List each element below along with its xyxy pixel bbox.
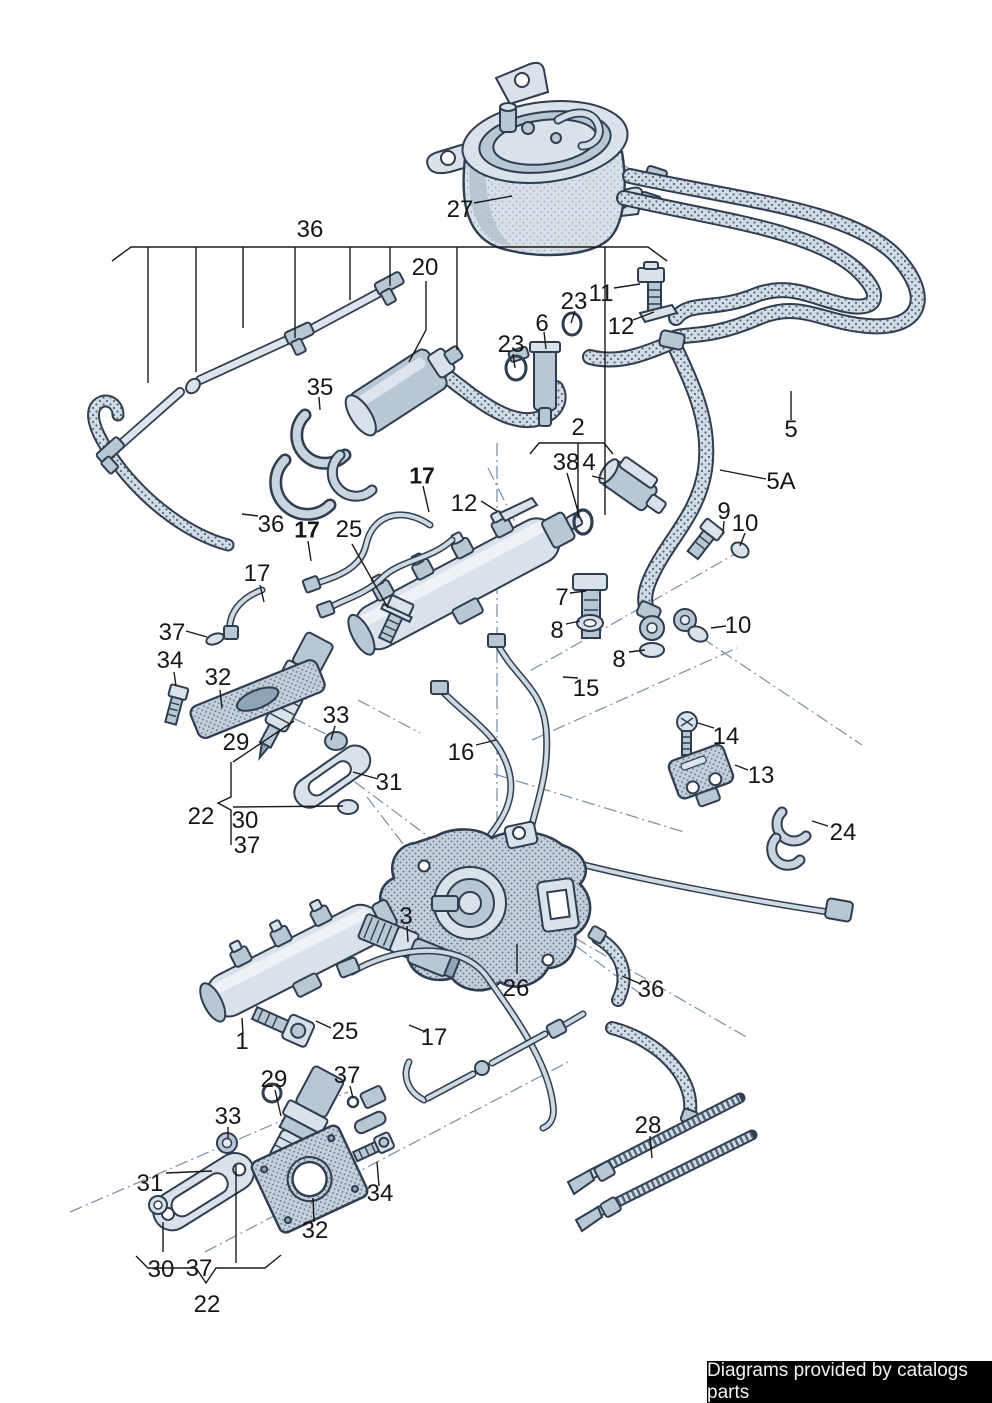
screw-34-upper (164, 683, 190, 726)
washer-30-upper (337, 799, 359, 815)
cable-ties (566, 1092, 758, 1233)
pipe-union-segments (353, 1010, 587, 1135)
valve-fitting (504, 311, 583, 427)
high-pressure-pipes-17 (223, 511, 456, 640)
o-ring-29-lower (261, 1082, 283, 1104)
mounting-plate-32-lower (250, 1124, 369, 1234)
banjo-bolt-11 (637, 261, 679, 324)
screw-14 (676, 711, 698, 756)
high-pressure-pump (379, 820, 592, 992)
reference-lines (69, 142, 863, 1253)
bolt-25-lower (250, 1005, 316, 1048)
retaining-clip-24 (766, 806, 812, 871)
banjo-bolts-washers (572, 517, 750, 658)
sensor-fitting-4 (598, 456, 667, 514)
lower-pipe-17 (336, 947, 557, 1132)
clamp-bracket-31-upper (293, 744, 372, 809)
spacer-12 (498, 496, 539, 523)
o-ring-38 (572, 508, 594, 536)
credit-text: Diagrams provided by catalogs parts (707, 1360, 968, 1403)
fuel-damper (344, 345, 464, 437)
washer-30-lower (148, 1195, 168, 1215)
clamp-flange-31-lower (152, 1152, 255, 1232)
return-hose-36-lower (587, 925, 699, 1126)
retaining-clips (269, 408, 378, 521)
mounting-plate-upper (189, 659, 326, 739)
bracket-13 (667, 743, 735, 808)
fuel-pipes-15-16 (430, 633, 854, 923)
braided-fuel-hoses (445, 176, 918, 623)
nut-33-upper (324, 731, 348, 751)
leader-lines (111, 195, 829, 1285)
supply-line-assembly (94, 271, 405, 545)
upper-fuel-rail (347, 510, 584, 656)
screw-34-lower (351, 1131, 395, 1163)
seal-37-upper (205, 632, 225, 646)
nut-33-lower (216, 1132, 238, 1154)
lower-fuel-rail (199, 898, 398, 1023)
seal-37-lower (346, 1095, 360, 1109)
bolt-25-upper (377, 594, 415, 645)
fuel-filter (426, 61, 668, 257)
credit-bar: Diagrams provided by catalogs parts (707, 1360, 992, 1403)
